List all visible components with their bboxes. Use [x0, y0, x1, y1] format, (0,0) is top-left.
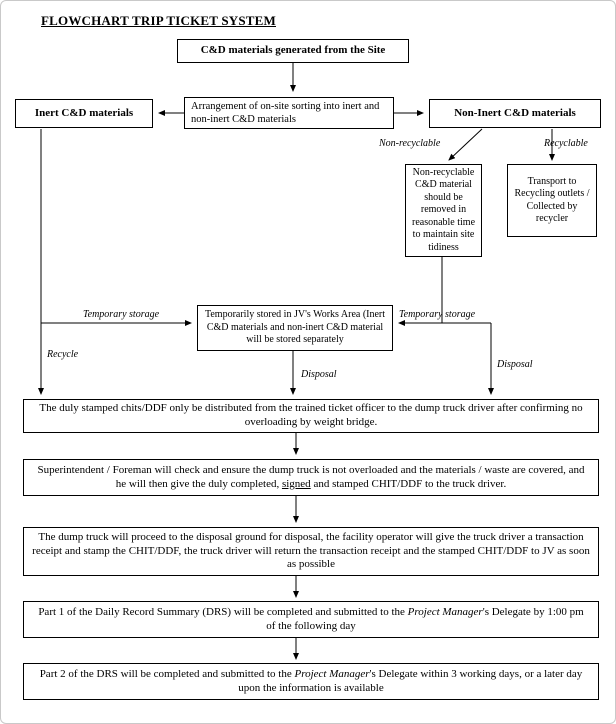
node-drs-part2: Part 2 of the DRS will be completed and …: [23, 663, 599, 700]
drs1-text-post: 's Delegate by 1:00 pm of the following …: [266, 606, 584, 632]
drs2-text-pre: Part 2 of the DRS will be completed and …: [39, 668, 295, 680]
drs2-text-italic: Project Manager: [294, 668, 370, 680]
node-disposal-ground: The dump truck will proceed to the dispo…: [23, 527, 599, 576]
label-temporary-storage-left: Temporary storage: [83, 309, 160, 320]
drs1-text-pre: Part 1 of the Daily Record Summary (DRS)…: [38, 606, 408, 618]
node-generated: C&D materials generated from the Site: [177, 39, 409, 63]
label-non-recyclable: Non-recyclable: [379, 138, 441, 149]
label-disposal-center: Disposal: [301, 369, 337, 380]
label-disposal-right: Disposal: [497, 359, 533, 370]
superintendent-text-post: and stamped CHIT/DDF to the truck driver…: [310, 477, 507, 490]
node-drs-part1: Part 1 of the Daily Record Summary (DRS)…: [23, 601, 599, 638]
superintendent-text-pre: Superintendent / Foreman will check and …: [37, 464, 585, 490]
node-non-recyclable: Non-recyclable C&D material should be re…: [405, 164, 482, 257]
node-inert: Inert C&D materials: [15, 99, 153, 128]
page-title: FLOWCHART TRIP TICKET SYSTEM: [41, 13, 276, 28]
node-transport-recycling: Transport to Recycling outlets / Collect…: [507, 164, 597, 237]
node-non-inert: Non-Inert C&D materials: [429, 99, 601, 128]
arrow-noninert-to-nonrecyclable: [448, 128, 483, 161]
node-superintendent-check: Superintendent / Foreman will check and …: [23, 459, 599, 496]
node-temporarily-stored: Temporarily stored in JV's Works Area (I…: [197, 305, 393, 351]
superintendent-text-signed: signed: [281, 477, 311, 490]
node-sorting: Arrangement of on-site sorting into iner…: [184, 97, 394, 129]
drs1-text-italic: Project Manager: [407, 606, 483, 618]
drs2-text-post: 's Delegate within 3 working days, or a …: [238, 668, 583, 694]
label-recycle: Recycle: [47, 349, 79, 360]
label-temporary-storage-right: Temporary storage: [399, 309, 476, 320]
label-recyclable: Recyclable: [544, 138, 588, 149]
node-chits-ddf-distribution: The duly stamped chits/DDF only be distr…: [23, 399, 599, 433]
